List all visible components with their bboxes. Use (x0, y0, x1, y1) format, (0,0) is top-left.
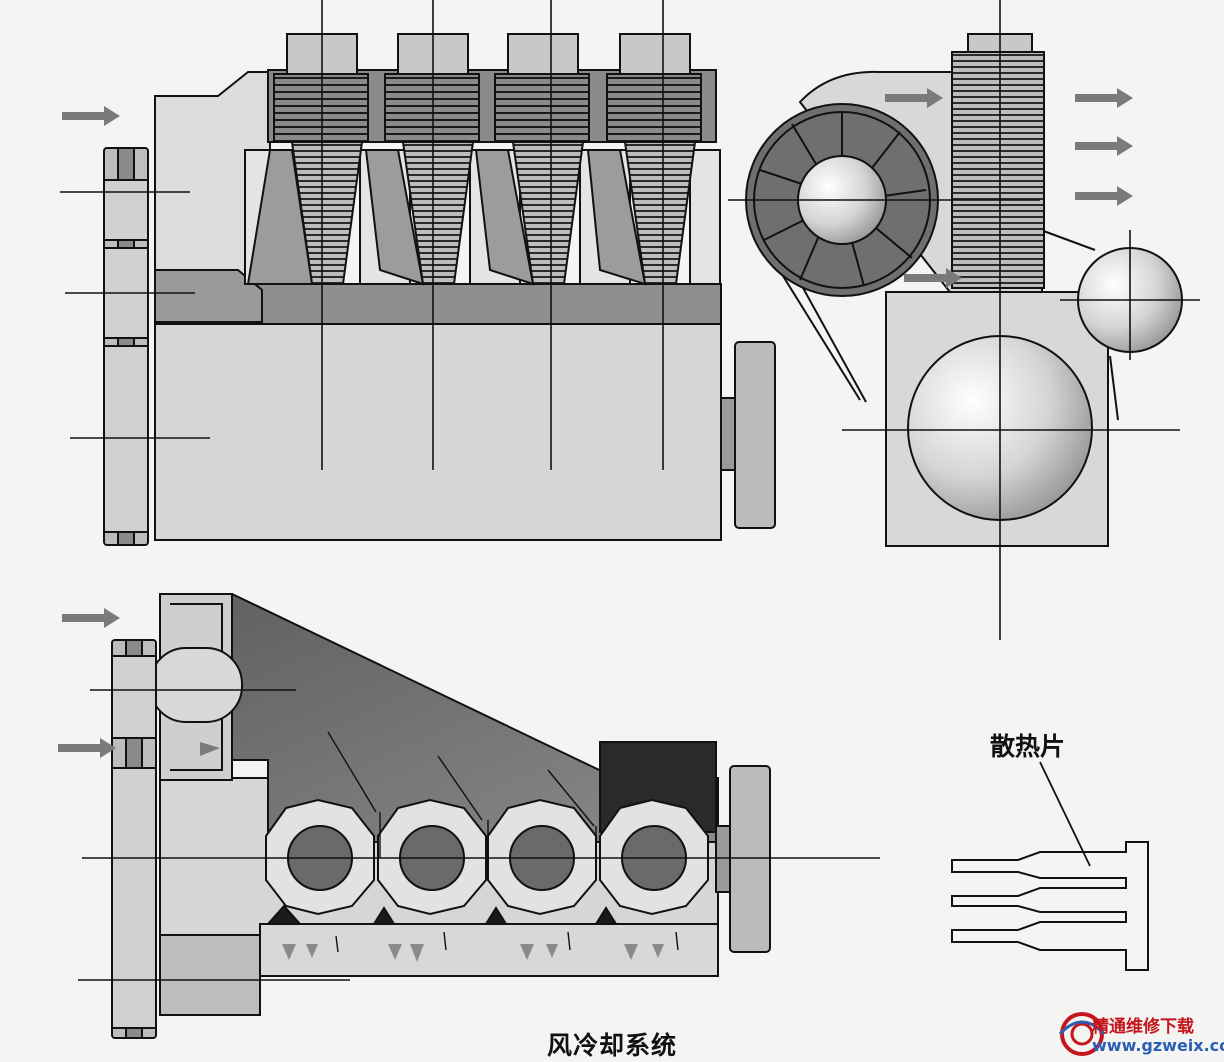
diagram-caption: 风冷却系统 (546, 1031, 677, 1060)
watermark-logo (1058, 1012, 1106, 1056)
fin-label: 散热片 (990, 732, 1066, 761)
watermark-name: 精通维修下载 (1092, 1017, 1194, 1037)
front-view (745, 33, 1183, 547)
plan-view (111, 593, 771, 1039)
side-view (103, 33, 776, 546)
plan-view-arrows (58, 608, 220, 758)
watermark-url: www.gzweix.com (1092, 1036, 1224, 1055)
air-flow-arrow (62, 106, 120, 126)
side-view-centerlines (60, 0, 664, 470)
plan-view-downflow (282, 944, 664, 962)
fin-detail (951, 761, 1149, 971)
watermark: 精通维修下载 www.gzweix.com (1046, 1008, 1224, 1060)
plan-view-centerlines (78, 689, 880, 981)
front-view-centerlines (728, 0, 1200, 640)
crankcase (154, 321, 722, 541)
plan-view-vanes (327, 731, 597, 858)
front-view-arrows (885, 88, 1133, 288)
